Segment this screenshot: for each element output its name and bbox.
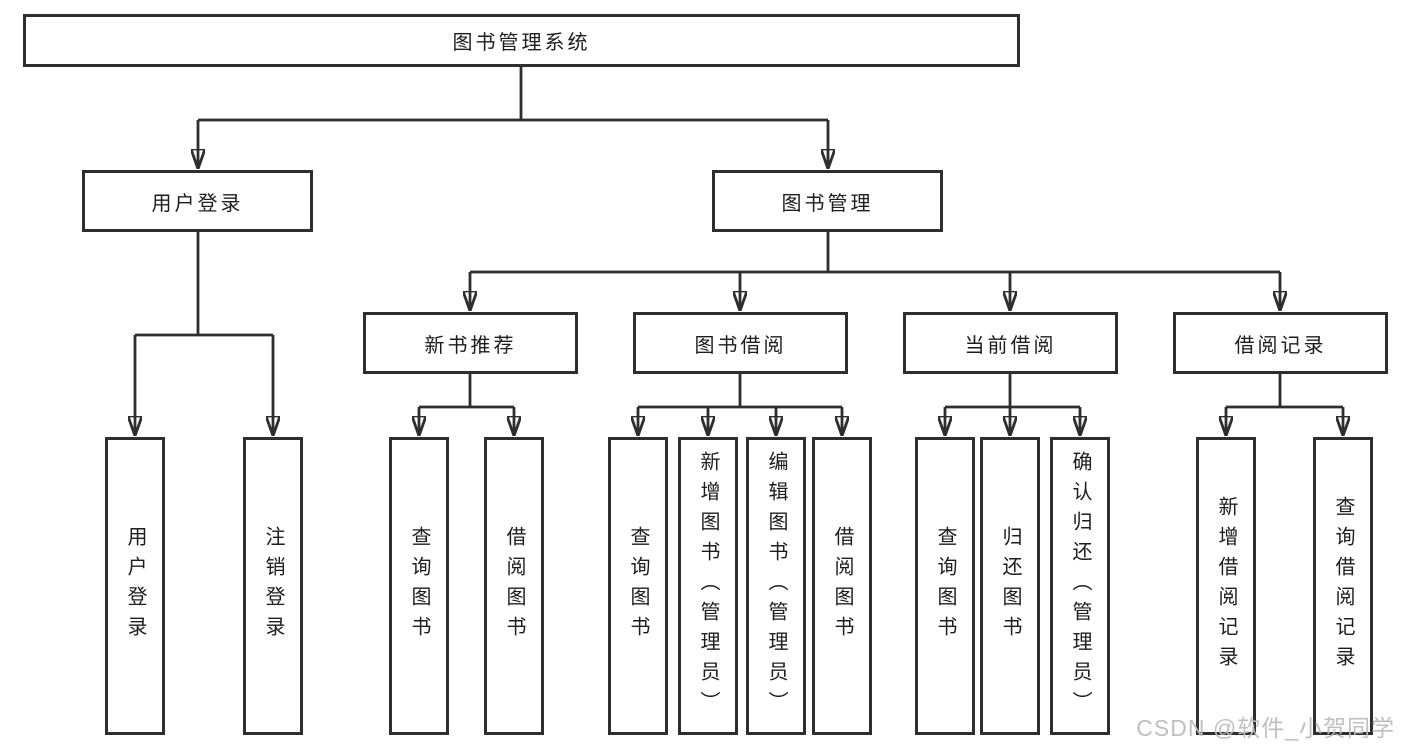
connector-root-to-level2: [198, 67, 828, 168]
leaf-query-borrow-record: 查询借阅记录: [1313, 437, 1373, 735]
connector-book-management-children: [470, 231, 1280, 310]
leaf-edit-book-admin: 编辑图书（管理员）: [746, 437, 806, 735]
leaf-query-books-recommend: 查询图书: [389, 437, 449, 735]
leaf-add-borrow-record: 新增借阅记录: [1196, 437, 1256, 735]
leaf-query-books-borrow: 查询图书: [608, 437, 668, 735]
leaf-user-login: 用户登录: [105, 437, 165, 735]
connector-borrow-records-children: [1226, 373, 1343, 435]
leaf-logout-label: 注销登录: [262, 526, 284, 646]
leaf-add-borrow-record-label: 新增借阅记录: [1215, 496, 1237, 676]
leaf-query-books-current: 查询图书: [915, 437, 975, 735]
leaf-add-book-admin-label: 新增图书（管理员）: [697, 451, 719, 721]
node-current-borrow: 当前借阅: [903, 312, 1118, 374]
leaf-user-login-label: 用户登录: [124, 526, 146, 646]
node-borrow-records: 借阅记录: [1173, 312, 1388, 374]
leaf-query-books-recommend-label: 查询图书: [408, 526, 430, 646]
leaf-logout: 注销登录: [243, 437, 303, 735]
leaf-borrow-books-label: 借阅图书: [831, 526, 853, 646]
leaf-edit-book-admin-label: 编辑图书（管理员）: [765, 451, 787, 721]
node-book-management: 图书管理: [712, 170, 943, 232]
leaf-confirm-return-admin-label: 确认归还（管理员）: [1069, 451, 1091, 721]
leaf-add-book-admin: 新增图书（管理员）: [678, 437, 738, 735]
connector-current-borrow-children: [945, 373, 1080, 435]
node-current-borrow-label: 当前借阅: [964, 334, 1057, 357]
connector-new-book-recommend-children: [419, 373, 514, 435]
node-borrow-records-label: 借阅记录: [1234, 334, 1327, 357]
node-user-login-label: 用户登录: [151, 192, 244, 215]
node-book-borrow-label: 图书借阅: [694, 334, 787, 357]
node-new-book-recommend: 新书推荐: [363, 312, 578, 374]
leaf-query-borrow-record-label: 查询借阅记录: [1332, 496, 1354, 676]
leaf-confirm-return-admin: 确认归还（管理员）: [1050, 437, 1110, 735]
node-new-book-recommend-label: 新书推荐: [424, 334, 517, 357]
leaf-query-books-current-label: 查询图书: [934, 526, 956, 646]
leaf-borrow-books-recommend: 借阅图书: [484, 437, 544, 735]
node-user-login: 用户登录: [82, 170, 313, 232]
node-book-management-label: 图书管理: [781, 192, 874, 215]
node-root: 图书管理系统: [23, 14, 1020, 67]
leaf-query-books-borrow-label: 查询图书: [627, 526, 649, 646]
node-root-label: 图书管理系统: [452, 32, 591, 54]
leaf-borrow-books-recommend-label: 借阅图书: [503, 526, 525, 646]
csdn-watermark: CSDN @软件_小贺同学: [1136, 715, 1395, 741]
leaf-borrow-books: 借阅图书: [812, 437, 872, 735]
leaf-return-books-label: 归还图书: [999, 526, 1021, 646]
node-book-borrow: 图书借阅: [633, 312, 848, 374]
connector-user-login-children: [135, 231, 273, 435]
connector-book-borrow-children: [638, 373, 842, 435]
leaf-return-books: 归还图书: [980, 437, 1040, 735]
